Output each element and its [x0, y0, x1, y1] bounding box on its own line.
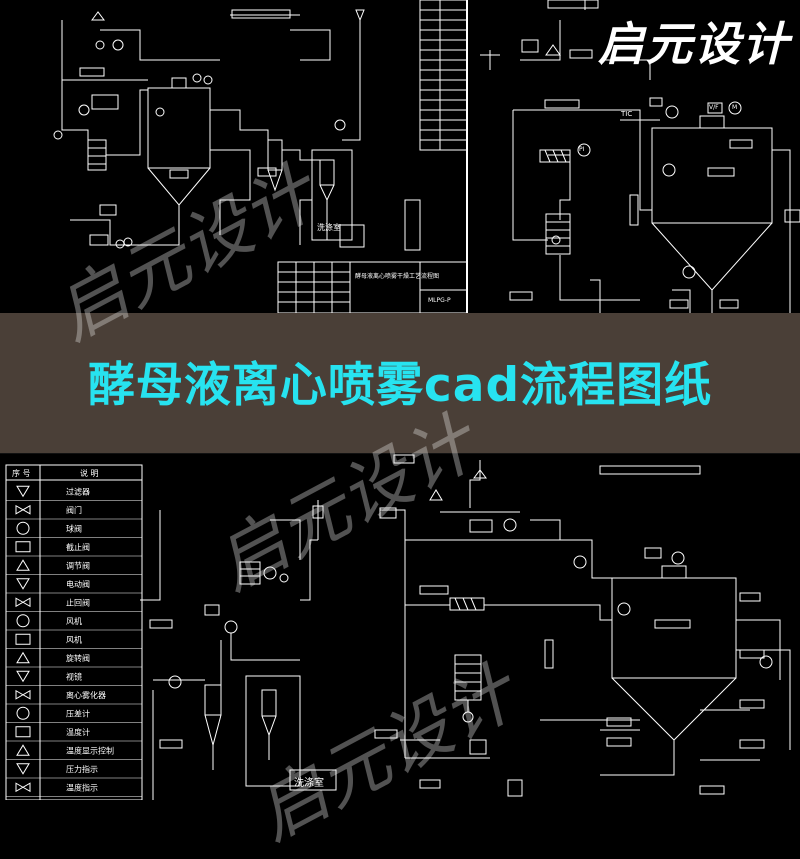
legend-symbol-icon — [16, 559, 30, 571]
title-banner — [0, 313, 800, 453]
gauge-label-tic: TIC — [621, 110, 633, 118]
legend-item-label: 温度显示控制 — [66, 745, 114, 755]
legend-header-no: 序 号 — [12, 469, 31, 478]
legend-item-label: 视镜 — [66, 671, 82, 681]
bottom-main-flowsheet — [140, 454, 791, 800]
legend-symbol-icon — [15, 782, 31, 793]
gauge-label-vf: V/F — [709, 104, 719, 111]
legend-symbol-icon — [15, 726, 31, 738]
legend-symbol-icon — [15, 689, 31, 700]
legend-symbol-icon — [16, 670, 30, 683]
legend-item-label: 风机 — [66, 634, 82, 644]
legend-item-label: 球阀 — [66, 523, 82, 533]
legend-symbol-icon — [16, 744, 30, 756]
gauge-label-pi: PI — [579, 146, 585, 153]
legend-symbol-icon — [16, 485, 30, 498]
legend-item-label: 温度指示 — [66, 782, 98, 792]
legend-symbol-icon — [15, 504, 31, 515]
legend-symbol-icon — [16, 614, 30, 628]
legend-item-label: 离心雾化器 — [66, 690, 106, 700]
legend-item-label: 风机 — [66, 616, 82, 626]
legend-symbol-icon — [15, 633, 31, 645]
top-right-flowsheet — [480, 0, 800, 313]
brand-logo: 启元设计 — [598, 17, 790, 71]
legend-rows: 过滤器阀门球阀截止阀调节阀电动阀止回阀风机风机旋转阀视镜离心雾化器压差计温度计温… — [6, 485, 142, 797]
svg-text:MLPG-P: MLPG-P — [428, 297, 451, 304]
legend-table — [5, 464, 143, 800]
legend-symbol-icon — [16, 706, 30, 720]
legend-item-label: 电动阀 — [66, 579, 90, 589]
svg-text:酵母液离心喷雾干燥工艺流程图: 酵母液离心喷雾干燥工艺流程图 — [355, 272, 439, 280]
legend-symbol-icon — [16, 651, 30, 664]
legend-item-label: 阀门 — [66, 505, 82, 515]
top-left-flowsheet: 酵母液离心喷雾干燥工艺流程图 MLPG-P — [53, 0, 468, 314]
legend-item-label: 压力指示 — [66, 764, 98, 774]
legend-symbol-icon — [15, 597, 31, 608]
legend-item-label: 止回阀 — [66, 597, 90, 607]
legend-item-label: 压差计 — [66, 708, 90, 718]
gauge-label-m: M — [732, 104, 738, 111]
legend-item-label: 旋转阀 — [66, 653, 90, 663]
tank-label-bottom: 洗涤室 — [294, 778, 324, 789]
legend-item-label: 截止阀 — [66, 542, 90, 552]
legend-symbol-icon — [16, 521, 30, 535]
legend-item-label: 调节阀 — [66, 561, 90, 570]
banner-title: 酵母液离心喷雾cad流程图纸 — [87, 358, 713, 413]
legend-symbol-icon — [16, 763, 30, 775]
legend-symbol-icon — [16, 578, 30, 590]
legend-symbol-icon — [15, 541, 31, 553]
legend-item-label: 温度计 — [66, 727, 90, 737]
tank-label: 洗涤室 — [317, 223, 341, 232]
legend-header-desc: 说 明 — [80, 469, 99, 478]
legend-item-label: 过滤器 — [66, 486, 90, 496]
